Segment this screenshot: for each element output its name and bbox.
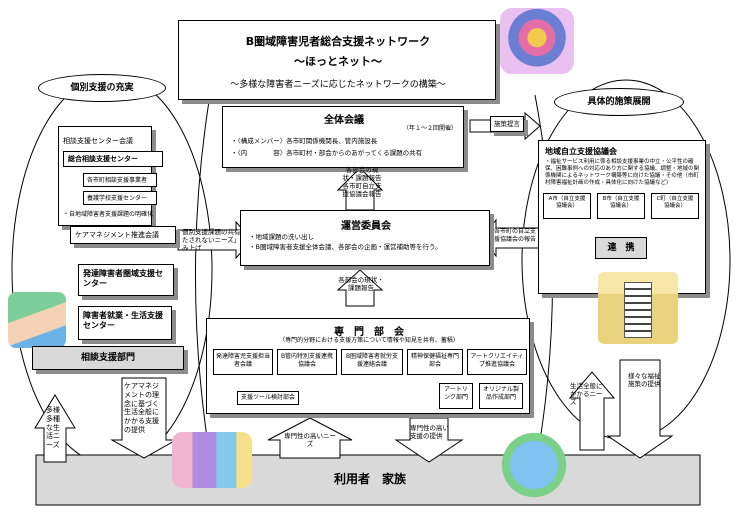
consult-dept-illustration [8,292,66,348]
policy-proposal-box: 施策提言 [490,116,524,132]
general-meeting-members: ・〈構成メンバー〉各市町関係機関長、管内施設長 [231,137,378,145]
steering-line2: ・B圏域障害者支援全体会議、各部会の企画・運営補助等を行う。 [249,243,442,251]
arrow-up-text: 各部会の現状・課題報告 各市町自立支援協議会報告 [342,166,382,199]
right-header-bubble: 具体的施策展開 [554,88,684,116]
regional-council-box: 地域自立支援協議会 ・福祉サービス利用に係る相談支援事業の中立・公平性の確保、困… [538,140,706,294]
original-label: オリジナル製品作成部門 [482,386,519,401]
sub-item-4: 精神保健福祉専門部会 [407,349,463,375]
city-office-box: 各市町相談支援事業者 [83,173,157,187]
left-up-arrow [34,394,76,463]
consult-meeting-label: 相談支援センター会議 [63,137,133,145]
subcommittee-title: 専 門 部 会 [334,327,404,338]
sub-item-4-label: 精神保健福祉専門部会 [410,353,459,368]
steering-line1: ・地域課題の洗い出し [249,233,314,241]
globe-kids-illustration [494,430,574,500]
care-meeting-label: ケアマネジメント推進会議 [75,231,159,239]
a-city-label: A市（自立支援協議会） [548,196,586,209]
consult-meeting-box: 相談支援センター会議 総合相談支援センター 各市町相談支援事業者 養護学校支援セ… [58,126,163,226]
b-city-label: B市（自立支援協議会） [602,196,640,209]
right-up-arrow [568,371,616,451]
regional-council-title: 地域自立支援協議会 [545,147,617,156]
general-center-box: 総合相談支援センター [63,151,163,167]
a-city-box: A市（自立支援協議会） [543,193,591,219]
left-header: 個別支援の充実 [70,83,134,93]
people-circle-illustration [500,8,574,74]
expert-needs-label: 専門性の高いニーズ [284,432,336,449]
users-label: 利用者 家族 [333,472,406,486]
employment-center-box: 障害者就業・生活支援センター [78,306,172,340]
subcommittee-box: 専 門 部 会 （専門的分野における支援方策について情報や知見を共有、蓄積） 発… [206,318,530,414]
right-header: 具体的施策展開 [587,97,651,107]
title-line1: B圏域障害児者総合支援ネットワーク [245,35,431,48]
sub-item-3: B圏域障害者就労支援連絡会議 [341,349,403,375]
c-town-box: C町（自立支援協議会） [651,193,699,219]
sub-item-2-label: B管内特別支援連携協議会 [280,353,334,368]
general-meeting-freq: （年１〜２回開催） [402,125,457,132]
bottom-down-arrow [394,417,464,463]
dept-box: 相談支援部門 [32,346,184,370]
c-town-label: C町（自立支援協議会） [656,196,694,209]
left-arrow-text: 多様多種な生活ニーズ [46,406,60,449]
left-header-bubble: 個別支援の充実 [38,74,166,102]
expert-support-label: 専門性の高い支援の提供 [410,424,449,441]
tool-meeting-label: 支援ツール検討部会 [240,394,295,401]
sub-item-3-label: B圏域障害者就労支援連絡会議 [345,353,399,368]
various-services-label: 様々な福祉施策の提供 [628,372,661,389]
center-up-arrow-1 [336,167,384,211]
right-down-arrow [606,359,674,459]
sub-item-5: アートクリエイティブ推進協議会 [467,349,527,375]
general-center-label: 総合相談支援センター [68,155,138,163]
dev-center-box: 発達障害者圏域支援センター [78,264,174,296]
title-box: B圏域障害児者総合支援ネットワーク 〜ほっとネット〜 〜多様な障害者ニーズに応じ… [178,20,496,100]
general-meeting-title: 全体会議 [324,115,364,126]
people-group-illustration [172,432,252,488]
original-box: オリジナル製品作成部門 [479,383,523,409]
city-office-label: 各市町相談支援事業者 [87,177,148,184]
art-link-label: アートリンク部門 [443,386,468,401]
clarify-label: ・自地域障害者支援課題の明確化 [63,211,154,218]
general-meeting-box: 全体会議 （年１〜２回開催） ・〈構成メンバー〉各市町関係機関長、管内施設長 ・… [222,106,464,168]
policy-proposal-label: 施策提言 [494,120,520,128]
general-meeting-content: ・〈内 容〉各市町村・部会からのあがってくる課題の共有 [231,149,423,157]
steering-box: 運営委員会 ・地域課題の洗い出し ・B圏域障害者支援全体会議、各部会の企画・運営… [240,210,490,266]
report-label: 各市町の自立支援協議会の報告 [493,228,536,243]
council-desc: ・福祉サービス利用に係る相談支援事業の中立・公平性の確保、困難事例への対応のあり… [545,159,700,186]
care-meeting-box: ケアマネジメント推進会議 [70,226,176,244]
left-down-arrow [110,377,178,459]
title-line2: 〜ほっとネット〜 [294,55,382,68]
center-up-arrow-2 [336,269,384,307]
bottom-up-arrow [267,417,353,459]
sub-item-1-label: 発達障害児支援担当者会議 [216,353,271,368]
sub-item-1: 発達障害児支援担当者会議 [213,349,273,375]
arrow-up2-text: 各部会の現状・課題報告 [338,276,384,293]
art-link-box: アートリンク部門 [439,383,473,409]
left-share-text: 個別支援課題の共有「みたされないニーズ」の積み上げ [182,228,254,253]
sub-item-5-label: アートクリエイティブ推進協議会 [470,353,524,368]
building-illustration [598,272,678,344]
b-city-box: B市（自立支援協議会） [597,193,645,219]
tool-meeting-box: 支援ツール検討部会 [237,391,299,405]
subcommittee-desc: （専門的分野における支援方策について情報や知見を共有、蓄積） [279,337,459,344]
steering-title: 運営委員会 [341,221,391,232]
school-box: 養護学校支援センター [83,191,157,205]
cooperation-label: 連 携 [607,243,635,253]
sub-item-2: B管内特別支援連携協議会 [277,349,337,375]
cooperation-box: 連 携 [595,237,647,259]
side-text: ケアマネジメントの理念に基づく生活全般にかかる支援の提供 [124,382,159,434]
dev-center-label: 発達障害者圏域支援センター [83,269,163,288]
building-icon [624,282,652,338]
title-line3: 〜多様な障害者ニーズに応じたネットワークの構築〜 [230,80,446,90]
school-label: 養護学校支援センター [87,195,148,202]
employment-center-label: 障害者就業・生活支援センター [83,311,163,330]
dept-label: 相談支援部門 [80,353,135,363]
life-needs-label: 生活全般にかかるニーズ [570,382,603,407]
